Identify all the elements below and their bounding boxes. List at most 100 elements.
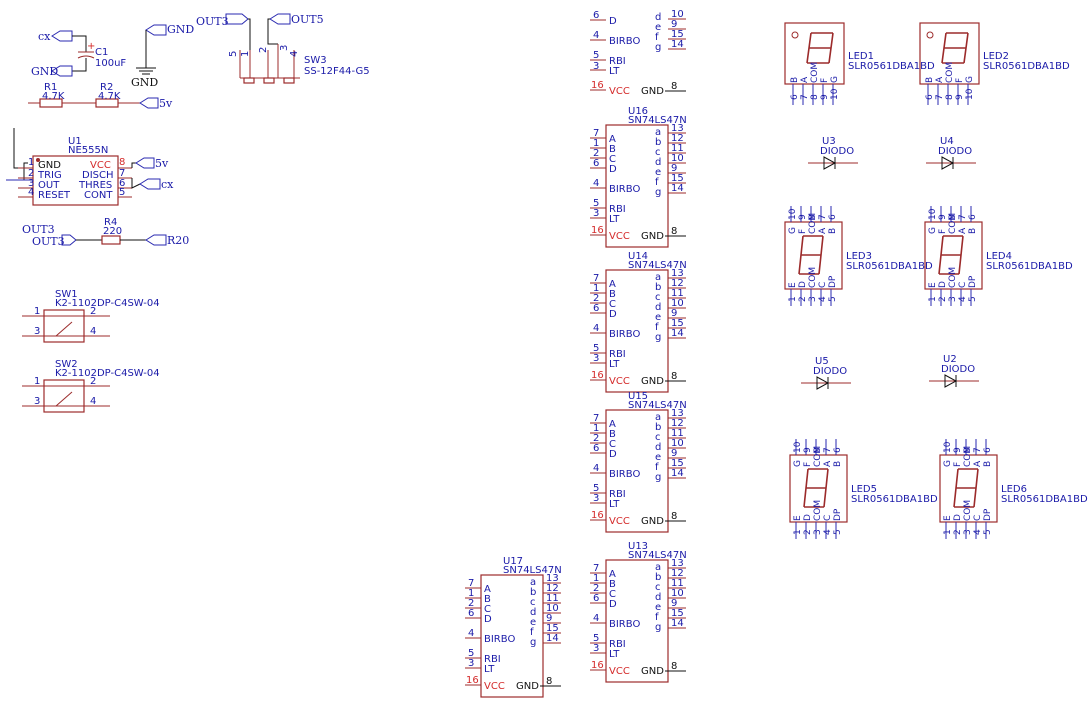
decoder-right-pin-num: 13: [546, 573, 559, 584]
decoder-ref: U17: [503, 556, 523, 567]
decoder-left-pin-label: D: [609, 309, 617, 320]
decoder-right-pin-num: 12: [671, 133, 684, 144]
decoder-gnd-label: GND: [641, 666, 664, 677]
decoder-right-pin-num: 15: [671, 173, 684, 184]
decoder-vcc-label: VCC: [609, 231, 630, 242]
decoder-gnd-label: GND: [641, 516, 664, 527]
net-flag-5v-2: [135, 157, 155, 169]
r2-value: 4.7K: [98, 91, 121, 102]
sw1-value: K2-1102DP-C4SW-04: [55, 298, 160, 309]
decoder-left-pin-num: 7: [593, 128, 599, 139]
decoder-right-pin-label: e: [530, 617, 536, 628]
decoder-gnd-label: GND: [516, 681, 539, 692]
decoder-right-pin-num: 10: [671, 153, 684, 164]
display-pin-num-bottom: 2: [953, 529, 963, 535]
decoder-right-pin-num: 14: [671, 328, 684, 339]
decoder-right-pin-num: 11: [671, 288, 684, 299]
display-pin-label-top: A: [958, 227, 968, 234]
net-label-gnd-2: GND: [167, 23, 194, 36]
display-pin-num-top: 9: [938, 214, 948, 220]
decoder-left-pin-num: 4: [468, 628, 474, 639]
decoder-right-pin-label: c: [530, 597, 536, 608]
decoder-left-pin-num: 5: [593, 343, 599, 354]
display-pin-num-bottom: 2: [938, 296, 948, 302]
display-pin-num-top: 7: [818, 214, 828, 220]
decoder-gnd-num: 8: [671, 226, 677, 237]
display-pin-num-top: 7: [823, 447, 833, 453]
display-pin-label: F: [955, 78, 965, 83]
display-pin-label-top: B: [833, 461, 843, 467]
sw1-pin-1: 1: [34, 306, 40, 317]
decoder-left-pin-label: B: [609, 144, 616, 155]
display-pin-num: 9: [820, 94, 830, 100]
u1-pin-num-1: 1: [28, 157, 34, 168]
decoder-right-pin-label: g: [655, 332, 661, 343]
display-pin-label: F: [820, 78, 830, 83]
display-pin-num-bottom: 1: [943, 529, 953, 535]
decoder-right-pin-label: g: [655, 472, 661, 483]
u1-pin-num-7: 7: [119, 168, 125, 179]
decoder-right-pin-num: 12: [671, 278, 684, 289]
decoder-vcc-num: 16: [466, 675, 479, 686]
net-flag-out5: [269, 13, 291, 25]
display-pin-label-top: A: [823, 460, 833, 467]
decoder-right-pin-num: 14: [671, 618, 684, 629]
display-pin-num-bottom: 2: [803, 529, 813, 535]
u1-pin-vcc: VCC: [90, 160, 111, 171]
decoder-group: U16SN74LS47N7A13a1B12b2C11c6D10d4BIRBO9e…: [465, 106, 687, 698]
display-pin-num-bottom: 4: [823, 529, 833, 535]
decoder-right-pin-num: 10: [671, 438, 684, 449]
display-pin-num-bottom: 3: [813, 529, 823, 535]
decoder-left-pin-num: 6: [593, 158, 599, 169]
decoder-right-pin-label: c: [655, 292, 661, 303]
display-pin-label: A: [935, 76, 945, 83]
diode-ref: U5: [815, 356, 829, 367]
u1-pin-disch: DISCH: [82, 170, 114, 181]
decoder-left-pin-label: LT: [609, 649, 620, 660]
display-pin-label-top: COM: [813, 446, 823, 467]
decoder-right-pin-num: 15: [671, 458, 684, 469]
switch-sw1: SW1 K2-1102DP-C4SW-04 1 2 3 4: [22, 289, 160, 343]
diode-ref: U3: [822, 136, 836, 147]
decoder-left-pin-num: 6: [593, 443, 599, 454]
decoder-right-pin-label: b: [655, 422, 661, 433]
display-ref: LED4: [986, 251, 1012, 262]
display-pin-label: B: [925, 77, 935, 83]
display-pin-num-top: 6: [968, 214, 978, 220]
display-pin-num-top: 8: [813, 447, 823, 453]
decoder-left-pin-num: 4: [593, 613, 599, 624]
display-pin-label-top: G: [943, 460, 953, 467]
c1-value: 100uF: [95, 58, 126, 69]
partial-pin-f: f: [655, 32, 659, 43]
display-pin-num-bottom: 5: [833, 529, 843, 535]
display-pin-label-bottom: C: [973, 515, 983, 521]
display-pin-label: B: [790, 77, 800, 83]
display-pin-num-bottom: 1: [928, 296, 938, 302]
decoder-left-pin-label: A: [609, 279, 616, 290]
display-pin-num-bottom: 3: [963, 529, 973, 535]
display-ref: LED2: [983, 51, 1009, 62]
seven-segment-display-3: G10E1F9D2COM8COM3A7C4B6DP5LED3SLR0561DBA…: [784, 206, 933, 306]
display-pin-num-top: 10: [788, 208, 798, 220]
decoder-vcc-label: VCC: [609, 666, 630, 677]
ic-decoder-3: U15SN74LS47N7A13a1B12b2C11c6D10d4BIRBO9e…: [590, 391, 687, 533]
display-pin-num: 6: [925, 94, 935, 100]
net-label-out5: OUT5: [291, 13, 324, 26]
display-pin-label-bottom: COM: [808, 267, 818, 288]
decoder-left-pin-label: A: [609, 419, 616, 430]
decoder-left-pin-num: 1: [593, 423, 599, 434]
decoder-left-pin-num: 2: [593, 583, 599, 594]
resistor-r2: 5v R2 4.7K: [95, 82, 173, 110]
display-pin-num-bottom: 4: [818, 296, 828, 302]
display-pin-num-top: 8: [948, 214, 958, 220]
decoder-right-pin-label: g: [655, 187, 661, 198]
decoder-right-pin-num: 12: [671, 568, 684, 579]
capacitor-c1: cx + GND C1 100uF: [31, 30, 126, 78]
display-pin-label-bottom: COM: [813, 500, 823, 521]
display-value: SLR0561DBA1BD: [986, 261, 1073, 272]
display-value: SLR0561DBA1BD: [1001, 494, 1088, 505]
display-pin-num-top: 8: [808, 214, 818, 220]
display-pin-num: 9: [955, 94, 965, 100]
